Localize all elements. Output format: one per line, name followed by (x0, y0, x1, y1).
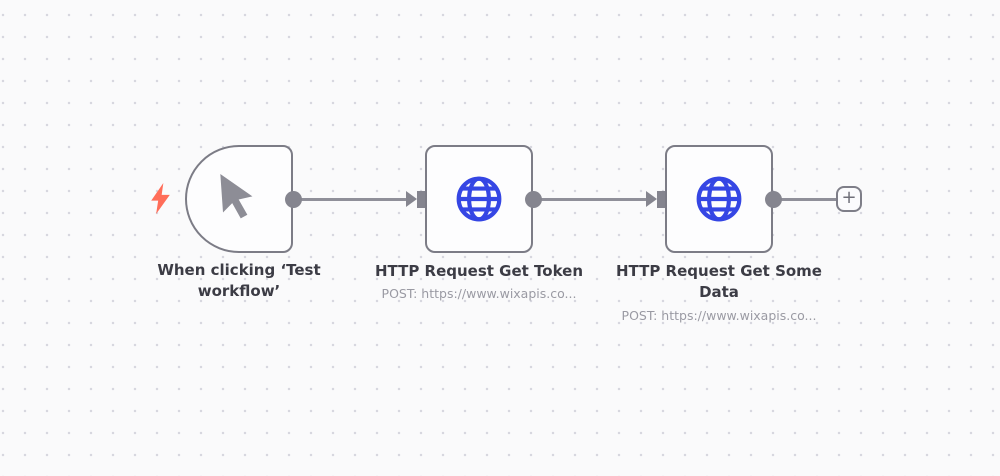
node-title: HTTP Request Get Token (374, 262, 584, 280)
node-manual-trigger[interactable] (185, 145, 293, 253)
output-endpoint[interactable] (284, 190, 302, 208)
connection-wire (300, 197, 407, 201)
globe-icon (694, 174, 744, 224)
node-http-request-get-token[interactable] (425, 145, 533, 253)
node-http-request-get-some-data[interactable] (665, 145, 773, 253)
plus-icon: + (841, 187, 857, 208)
connection-wire (780, 197, 838, 201)
node-title: HTTP Request Get Some Data (615, 262, 822, 302)
input-endpoint (417, 190, 425, 208)
node-subtitle: POST: https://www.wixapis.co... (381, 286, 577, 302)
arrowhead-icon (646, 191, 657, 207)
node-subtitle: POST: https://www.wixapis.co... (621, 307, 817, 323)
output-endpoint[interactable] (764, 190, 782, 208)
globe-icon (454, 174, 504, 224)
arrowhead-icon (406, 191, 417, 207)
output-endpoint[interactable] (524, 190, 542, 208)
node-label-http-request-get-token: HTTP Request Get Token POST: https://www… (344, 261, 614, 301)
connection-wire (540, 197, 647, 201)
node-label-manual-trigger: When clicking ‘Test workflow’ (139, 260, 339, 303)
node-title: When clicking ‘Test workflow’ (157, 261, 321, 301)
lightning-bolt-icon (150, 183, 171, 214)
node-label-http-request-get-some-data: HTTP Request Get Some Data POST: https:/… (594, 261, 844, 323)
input-endpoint (657, 190, 665, 208)
cursor-click-icon (211, 168, 261, 223)
add-node-button[interactable]: + (836, 186, 862, 212)
